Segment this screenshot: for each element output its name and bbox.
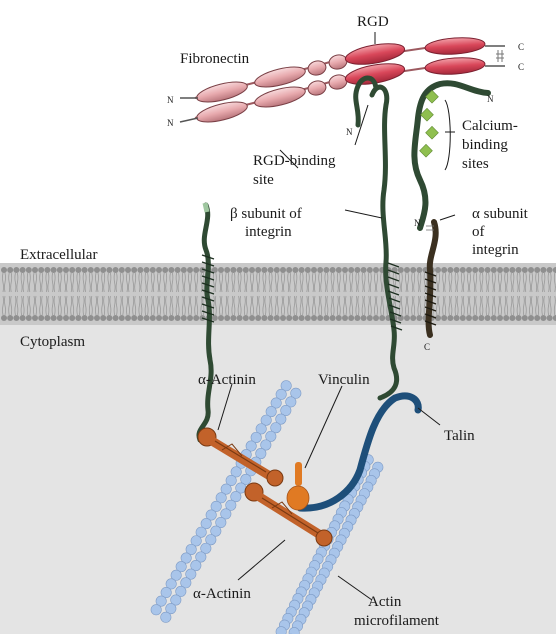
c-terminus-1: C <box>518 42 524 52</box>
alpha-subunit-label-line2: of <box>472 224 485 240</box>
n-terminus-alpha-top: N <box>487 94 494 104</box>
n-terminus-alpha: N <box>414 218 421 228</box>
n-terminus-2: N <box>167 118 174 128</box>
disulfide-bonds <box>496 50 504 62</box>
fibronectin <box>180 36 505 126</box>
alpha-subunit-label-line3: integrin <box>472 242 519 258</box>
calcium-binding-label-line3: sites <box>462 156 489 172</box>
n-terminus-beta: N <box>346 127 353 137</box>
vinculin-label: Vinculin <box>318 372 370 388</box>
beta-subunit-label-line2: integrin <box>245 224 292 240</box>
actin-microfilament-label-line1: Actin <box>368 594 402 610</box>
rgd-label: RGD <box>357 14 389 30</box>
beta-subunit-label-line1: β subunit of <box>230 206 302 222</box>
c-terminus-2: C <box>518 62 524 72</box>
rgd-binding-site-label-line1: RGD-binding <box>253 153 336 169</box>
lipid-bilayer <box>0 263 556 325</box>
calcium-binding-label-line1: Calcium- <box>462 118 518 134</box>
c-terminus-alpha: C <box>424 342 430 352</box>
talin-label: Talin <box>444 428 475 444</box>
rgd-binding-site-label-line2: site <box>253 172 274 188</box>
fibronectin-label: Fibronectin <box>180 51 250 67</box>
alpha-subunit-label-line1: α subunit <box>472 206 529 222</box>
actin-microfilament-label-line2: microfilament <box>354 613 440 629</box>
calcium-binding-label-line2: binding <box>462 137 508 153</box>
alpha-actinin-bottom-label: α-Actinin <box>193 586 251 602</box>
cytoplasm-label: Cytoplasm <box>20 334 85 350</box>
n-terminus-1: N <box>167 95 174 105</box>
extracellular-label: Extracellular <box>20 247 97 263</box>
alpha-actinin-top-label: α-Actinin <box>198 372 256 388</box>
